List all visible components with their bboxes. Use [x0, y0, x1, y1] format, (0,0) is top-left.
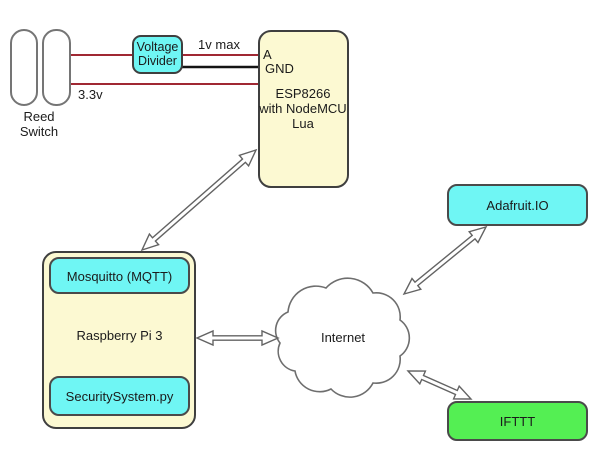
reed-switch-label-line1: Reed: [23, 109, 54, 124]
reed-switch-contact-right: [42, 29, 71, 106]
esp8266-label-line2: with NodeMCU: [258, 101, 346, 116]
arrow-raspberrypi-internet: [195, 329, 280, 347]
internet-label: Internet: [321, 330, 365, 345]
internet-cloud: [274, 277, 411, 398]
ifttt-box: [447, 401, 588, 441]
wire-label-3-3v: 3.3v: [78, 87, 103, 102]
esp-pin-gnd-label: GND: [265, 61, 294, 76]
mosquitto-box: [49, 257, 190, 294]
arrow-internet-adafruit: [402, 225, 488, 296]
mosquitto-label: Mosquitto (MQTT): [67, 269, 172, 284]
arrow-esp8266-raspberrypi: [140, 148, 258, 252]
voltage-divider-label-line2: Divider: [138, 54, 177, 68]
raspberry-pi-label: Raspberry Pi 3: [77, 328, 163, 343]
wire-label-1v-max: 1v max: [198, 37, 240, 52]
adafruit-box: [447, 184, 588, 226]
esp-pin-a-label: A: [263, 47, 272, 62]
securitysystem-label: SecuritySystem.py: [66, 389, 174, 404]
voltage-divider-label-line1: Voltage: [137, 40, 179, 54]
esp8266-label-line1: ESP8266: [276, 86, 331, 101]
arrow-internet-ifttt: [406, 370, 473, 400]
esp8266-box: [258, 30, 349, 188]
reed-switch-contact-left: [10, 29, 38, 106]
reed-switch-label-line2: Switch: [20, 124, 58, 139]
adafruit-label: Adafruit.IO: [486, 198, 548, 213]
ifttt-label: IFTTT: [500, 414, 535, 429]
esp8266-label-line3: Lua: [292, 116, 314, 131]
voltage-divider-box: [132, 35, 183, 74]
securitysystem-box: [49, 376, 190, 416]
